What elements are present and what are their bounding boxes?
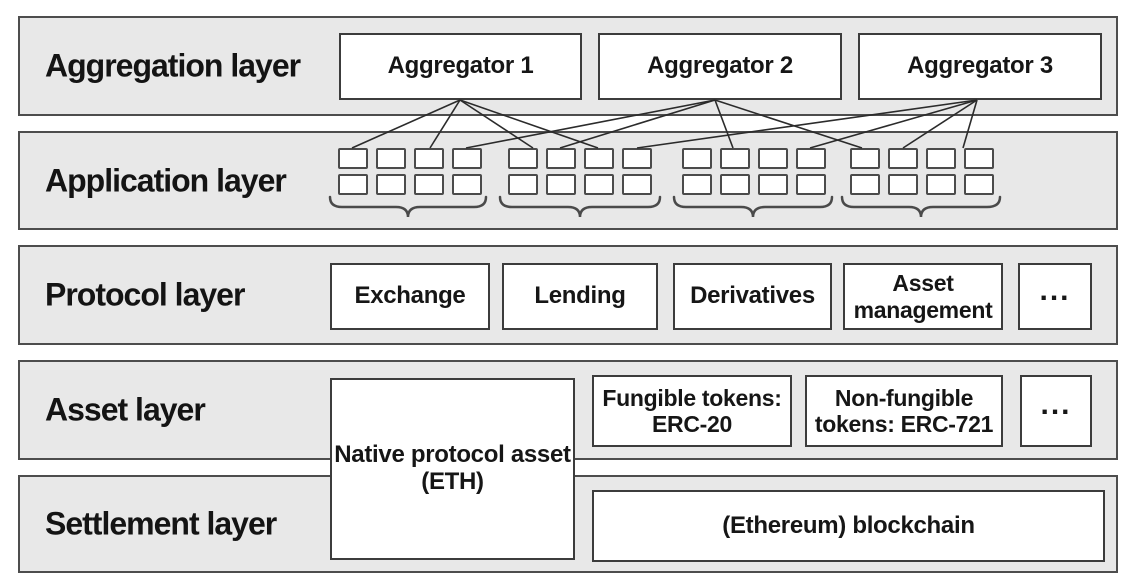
app-square bbox=[964, 174, 994, 195]
app-square bbox=[338, 174, 368, 195]
protocol-box-exchange: Exchange bbox=[330, 263, 490, 330]
layer-label-settlement: Settlement layer bbox=[45, 505, 277, 542]
protocol-box-more: ... bbox=[1018, 263, 1092, 330]
layer-label-asset: Asset layer bbox=[45, 391, 206, 428]
app-square bbox=[622, 148, 652, 169]
app-square bbox=[508, 174, 538, 195]
app-square bbox=[682, 174, 712, 195]
aggregator-3-box: Aggregator 3 bbox=[858, 33, 1102, 100]
layer-label-application: Application layer bbox=[45, 162, 287, 198]
app-square bbox=[584, 148, 614, 169]
native-protocol-asset-box: Native protocol asset (ETH) bbox=[330, 378, 575, 560]
ethereum-blockchain-box: (Ethereum) blockchain bbox=[592, 490, 1105, 562]
app-group-1 bbox=[338, 148, 482, 195]
app-square bbox=[888, 174, 918, 195]
app-square bbox=[376, 148, 406, 169]
app-square bbox=[452, 174, 482, 195]
asset-box-more: ... bbox=[1020, 375, 1092, 447]
aggregator-2-box: Aggregator 2 bbox=[598, 33, 842, 100]
app-square bbox=[964, 148, 994, 169]
app-square bbox=[796, 148, 826, 169]
asset-box-fungible-tokens: Fungible tokens: ERC-20 bbox=[592, 375, 792, 447]
app-square bbox=[452, 148, 482, 169]
app-square bbox=[414, 174, 444, 195]
layer-label-aggregation: Aggregation layer bbox=[45, 47, 301, 84]
app-square bbox=[546, 174, 576, 195]
app-square bbox=[720, 148, 750, 169]
app-square bbox=[584, 174, 614, 195]
app-square bbox=[414, 148, 444, 169]
app-square bbox=[682, 148, 712, 169]
app-group-2 bbox=[508, 148, 652, 195]
aggregator-1-box: Aggregator 1 bbox=[339, 33, 582, 100]
app-square bbox=[758, 148, 788, 169]
app-square bbox=[888, 148, 918, 169]
app-group-3 bbox=[682, 148, 826, 195]
app-group-4 bbox=[850, 148, 994, 195]
asset-box-non-fungible-tokens: Non-fungible tokens: ERC-721 bbox=[805, 375, 1003, 447]
protocol-box-derivatives: Derivatives bbox=[673, 263, 832, 330]
app-square bbox=[850, 148, 880, 169]
app-square bbox=[376, 174, 406, 195]
app-square bbox=[850, 174, 880, 195]
app-square bbox=[546, 148, 576, 169]
app-square bbox=[720, 174, 750, 195]
layer-label-protocol: Protocol layer bbox=[45, 276, 245, 313]
app-square bbox=[926, 174, 956, 195]
protocol-box-lending: Lending bbox=[502, 263, 658, 330]
app-square bbox=[508, 148, 538, 169]
app-square bbox=[758, 174, 788, 195]
app-square bbox=[338, 148, 368, 169]
app-square bbox=[926, 148, 956, 169]
protocol-box-asset-management: Asset management bbox=[843, 263, 1003, 330]
app-square bbox=[622, 174, 652, 195]
app-square bbox=[796, 174, 826, 195]
